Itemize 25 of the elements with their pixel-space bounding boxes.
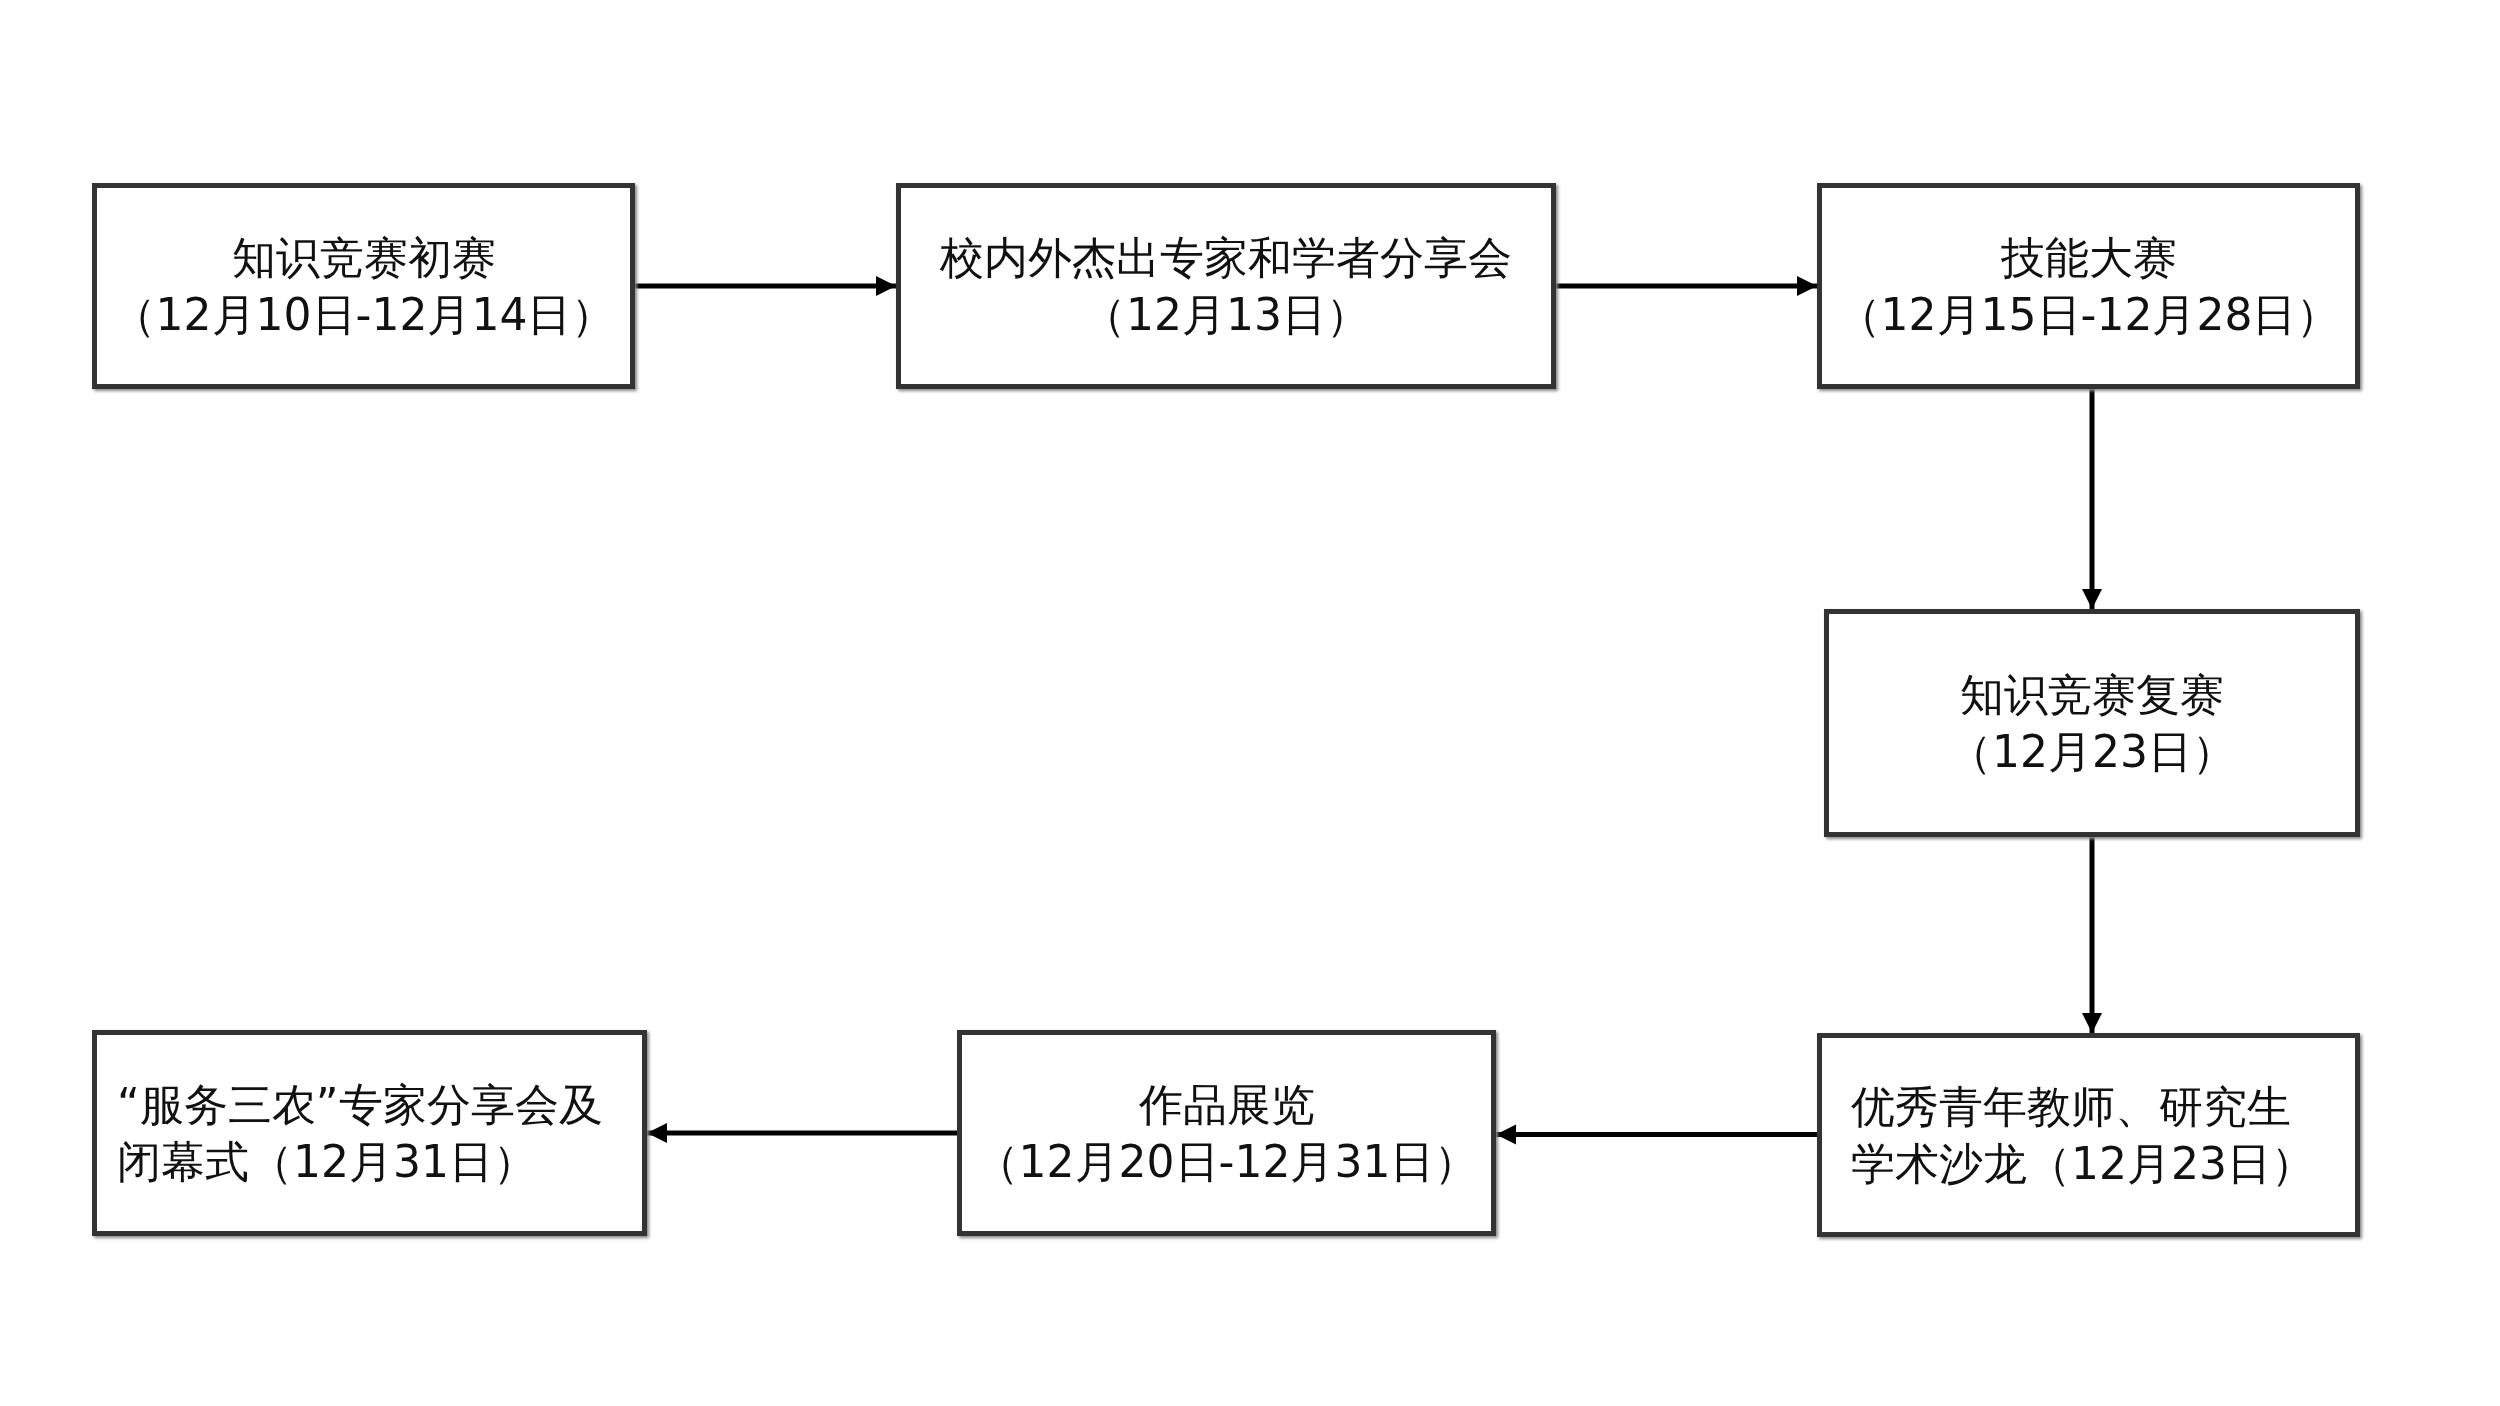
box-text: 校内外杰出专家和学者分享会 [940,230,1512,285]
box-text: 知识竞赛复赛 [1960,667,2224,722]
box-text: （12月13日） [1082,288,1370,342]
arrow [1556,276,1817,296]
arrow [2082,837,2102,1033]
process-box [1817,1033,2360,1237]
box-text: 知识竞赛初赛 [231,230,496,285]
process-box [92,183,635,389]
box-text: “服务三农”专家分享会及闭幕式（12月31日） [117,1077,604,1189]
box-text: （12月10日-12月14日） [111,288,616,342]
box-text: 技能大赛 [2000,230,2177,285]
process-box [1824,609,2360,837]
process-box [92,1030,647,1236]
process-box [896,183,1556,389]
box-text: （12月20日-12月31日） [974,1135,1479,1189]
arrow [647,1123,957,1143]
process-box [1817,183,2360,389]
box-text: （12月15日-12月28日） [1836,288,2341,342]
arrow [1496,1124,1817,1145]
box-text: （12月23日） [1948,725,2236,779]
box-text: 作品展览 [1138,1077,1315,1132]
arrow [635,276,896,296]
box-text: 优秀青年教师、研究生学术沙龙（12月23日） [1851,1079,2316,1191]
process-box [957,1030,1496,1236]
arrow [2082,389,2102,609]
